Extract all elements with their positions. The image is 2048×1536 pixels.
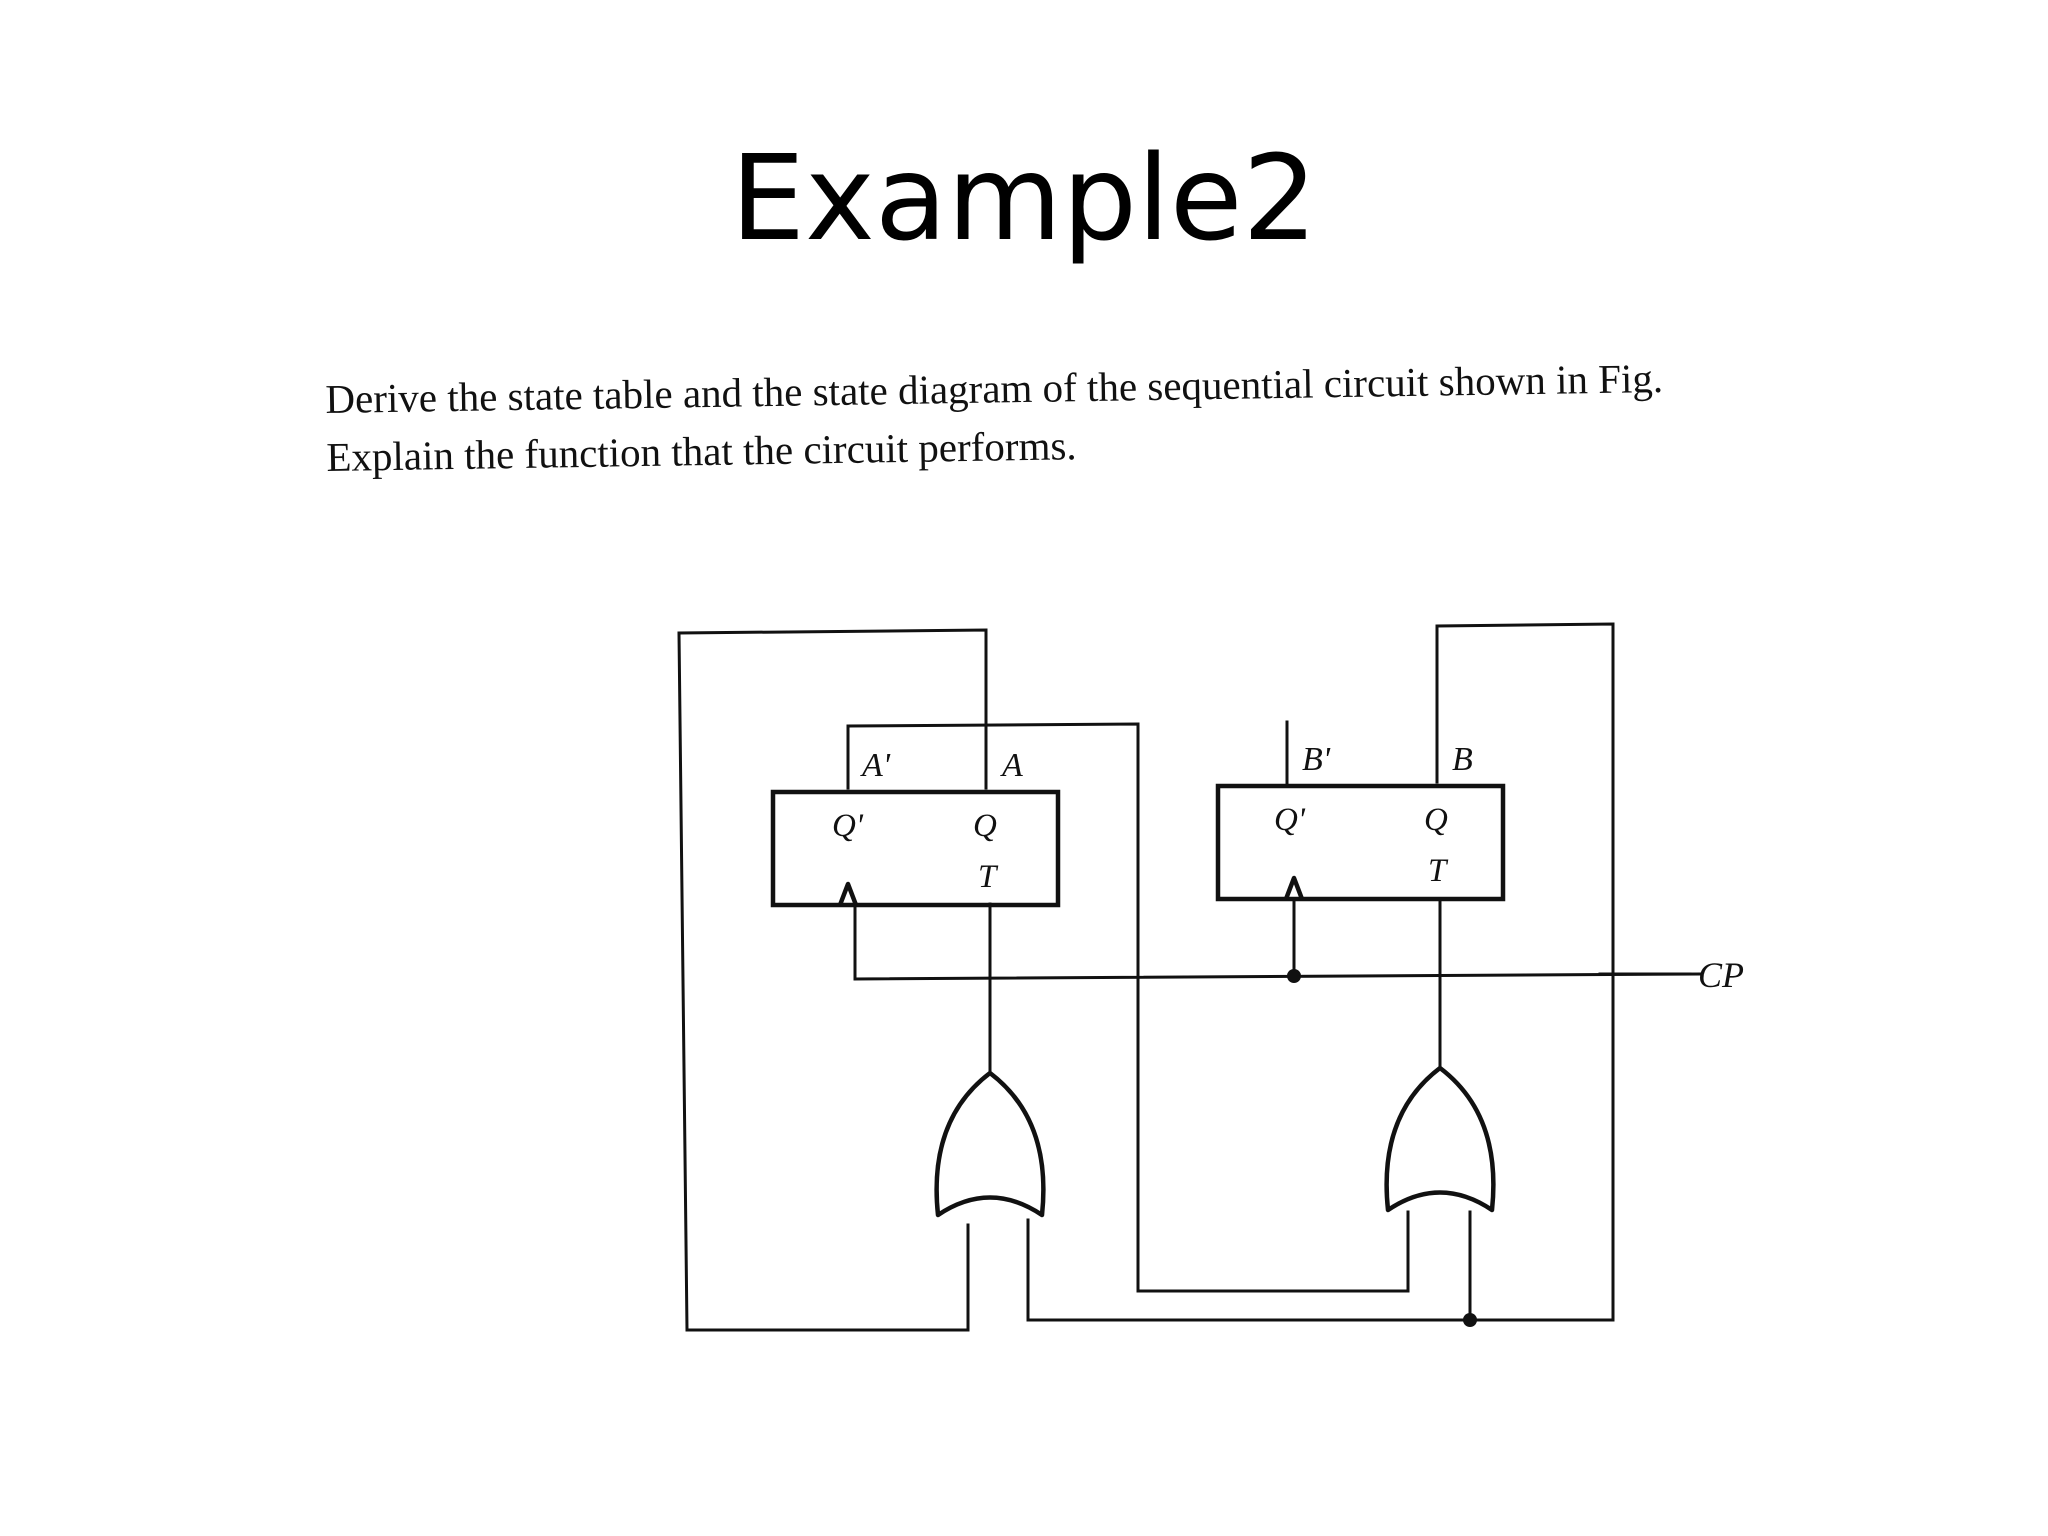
flip-flop-b-q-output-label: B [1452,741,1473,778]
wire-clock-a [853,904,1702,981]
flip-flop-a: A' A Q' Q T [770,747,1061,908]
flip-flop-a-t-pin-label: T [978,859,999,895]
wire-a-output-feedback [677,628,988,1332]
flip-flop-b-q-prime-pin-label: Q' [1274,802,1306,838]
wire-a-prime-output [846,722,1410,1293]
or-gate-a [934,1070,1046,1218]
flip-flop-a-clock-triangle [837,881,859,906]
flip-flop-b-box [1215,783,1506,902]
slide-title: Example2 [730,129,1318,267]
wires [677,622,1702,1332]
wire-b-output-feedback [1026,622,1615,1322]
flip-flop-b-t-pin-label: T [1428,853,1449,889]
or-gate-b [1384,1065,1496,1213]
flip-flop-a-q-prime-pin-label: Q' [832,808,864,844]
junction-dot-clock [1287,969,1301,983]
flip-flop-b-q-pin-label: Q [1424,802,1448,838]
flip-flop-a-box [770,789,1061,908]
flip-flop-a-q-output-label: A [1000,747,1023,784]
junction-dot-b-feedback [1463,1313,1477,1327]
flip-flop-a-q-pin-label: Q [973,808,997,844]
flip-flop-b-q-prime-output-label: B' [1302,741,1331,778]
flip-flop-a-q-prime-output-label: A' [860,747,891,784]
flip-flop-b-clock-triangle [1283,875,1305,900]
flip-flop-b: B' B Q' Q T [1215,741,1506,902]
clock-label: CP [1698,955,1744,995]
